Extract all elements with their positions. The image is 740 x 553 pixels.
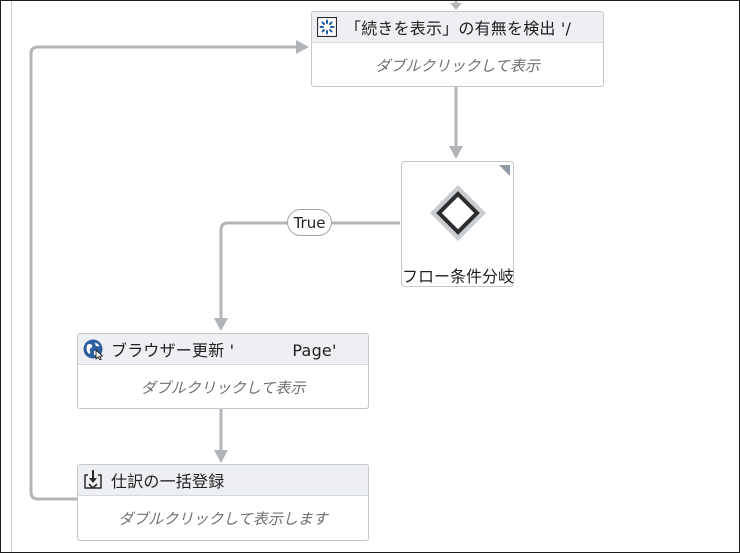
browser-globe-icon — [82, 338, 104, 360]
connector-true-branch — [219, 221, 400, 320]
activity-detect-show-more[interactable]: 「続きを表示」の有無を検出 '/ ダブルクリックして表示 — [311, 11, 604, 87]
arrowhead-loop — [296, 40, 309, 54]
activity-bulk-journal-register[interactable]: 仕訳の一括登録 ダブルクリックして表示します — [77, 464, 369, 541]
arrowhead-decision — [449, 146, 463, 159]
connector-loop-back — [29, 45, 298, 501]
activity-title: 仕訳の一括登録 — [111, 472, 225, 491]
expand-placeholder[interactable]: ダブルクリックして表示 — [375, 56, 540, 75]
true-branch-label[interactable]: True — [287, 209, 332, 236]
decision-corner-marker — [499, 165, 510, 176]
diamond-icon — [430, 185, 486, 241]
invoke-workflow-icon — [82, 469, 104, 491]
expand-placeholder[interactable]: ダブルクリックして表示します — [118, 510, 328, 528]
element-exists-icon — [316, 16, 338, 38]
activity-browser-refresh[interactable]: ブラウザー更新 ' Page' ダブルクリックして表示 — [77, 333, 369, 409]
activity-header: 仕訳の一括登録 — [78, 465, 368, 496]
activity-header: ブラウザー更新 ' Page' — [78, 334, 368, 365]
flow-decision[interactable]: フロー条件分岐 — [401, 161, 514, 287]
arrowhead-register — [214, 450, 228, 463]
canvas-left-rule — [11, 0, 12, 553]
decision-label: フロー条件分岐 — [402, 267, 515, 286]
arrowhead-top — [450, 3, 462, 10]
activity-title: ブラウザー更新 ' Page' — [111, 341, 337, 360]
arrowhead-refresh — [214, 318, 228, 331]
expand-placeholder[interactable]: ダブルクリックして表示 — [140, 378, 306, 397]
activity-header: 「続きを表示」の有無を検出 '/ — [312, 12, 603, 43]
activity-title: 「続きを表示」の有無を検出 '/ — [345, 19, 572, 38]
